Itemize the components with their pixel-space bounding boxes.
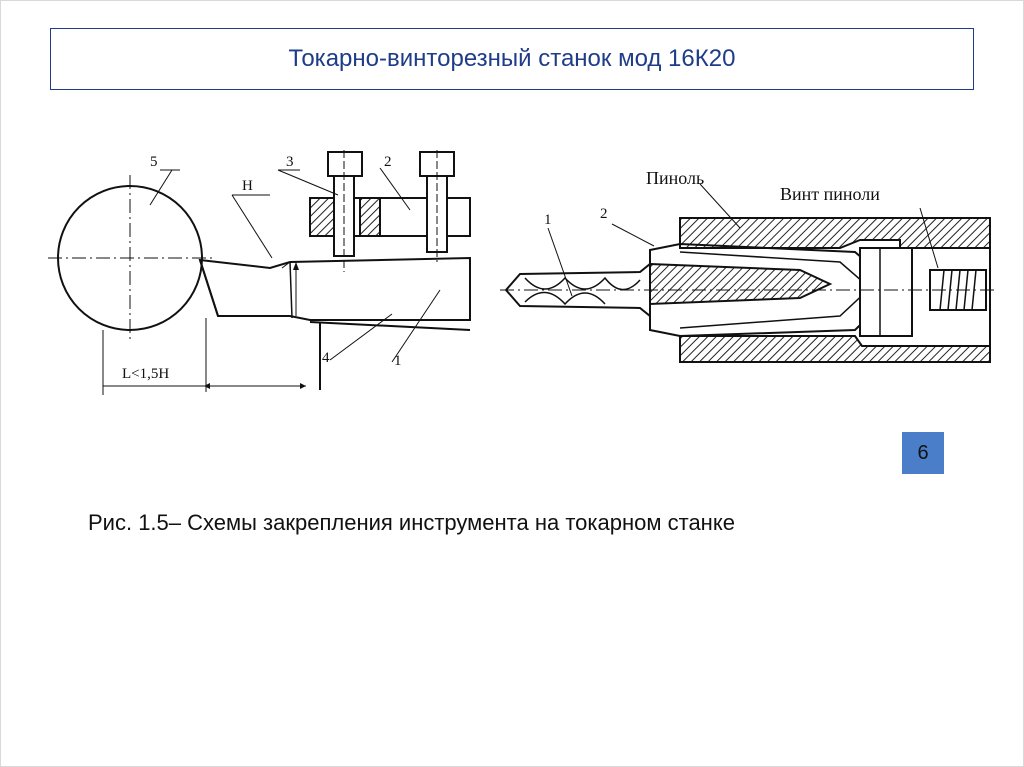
right-figure [500, 183, 998, 363]
quill-label: Пиноль [646, 168, 704, 188]
label-2-left: 2 [384, 154, 392, 170]
label-3: 3 [286, 154, 294, 170]
figure-caption: Рис. 1.5– Схемы закрепления инструмента … [88, 510, 735, 535]
cutter-tool [198, 256, 471, 321]
label-1-right: 1 [544, 212, 552, 228]
label-1-left: 1 [394, 353, 402, 369]
label-h: H [242, 178, 253, 194]
left-figure [48, 150, 471, 395]
quill-screw-block [859, 247, 913, 337]
quill-screw-label: Винт пиноли [780, 184, 880, 204]
slide-title: Токарно-винторезный станок мод 16К20 [288, 45, 736, 72]
label-5: 5 [150, 154, 158, 170]
bolt-3-head [327, 151, 363, 177]
quill-housing-top [679, 217, 991, 249]
page-number-badge: 6 [902, 432, 944, 474]
page-number: 6 [917, 441, 929, 464]
title-box: Токарно-винторезный станок мод 16К20 [50, 28, 974, 90]
dimension-label: L<1,5H [122, 366, 169, 382]
quill-housing-bottom [679, 335, 991, 363]
tool-support-base [309, 321, 471, 331]
label-4: 4 [322, 350, 330, 366]
label-2-right: 2 [600, 206, 608, 222]
taper-shank [649, 262, 833, 306]
